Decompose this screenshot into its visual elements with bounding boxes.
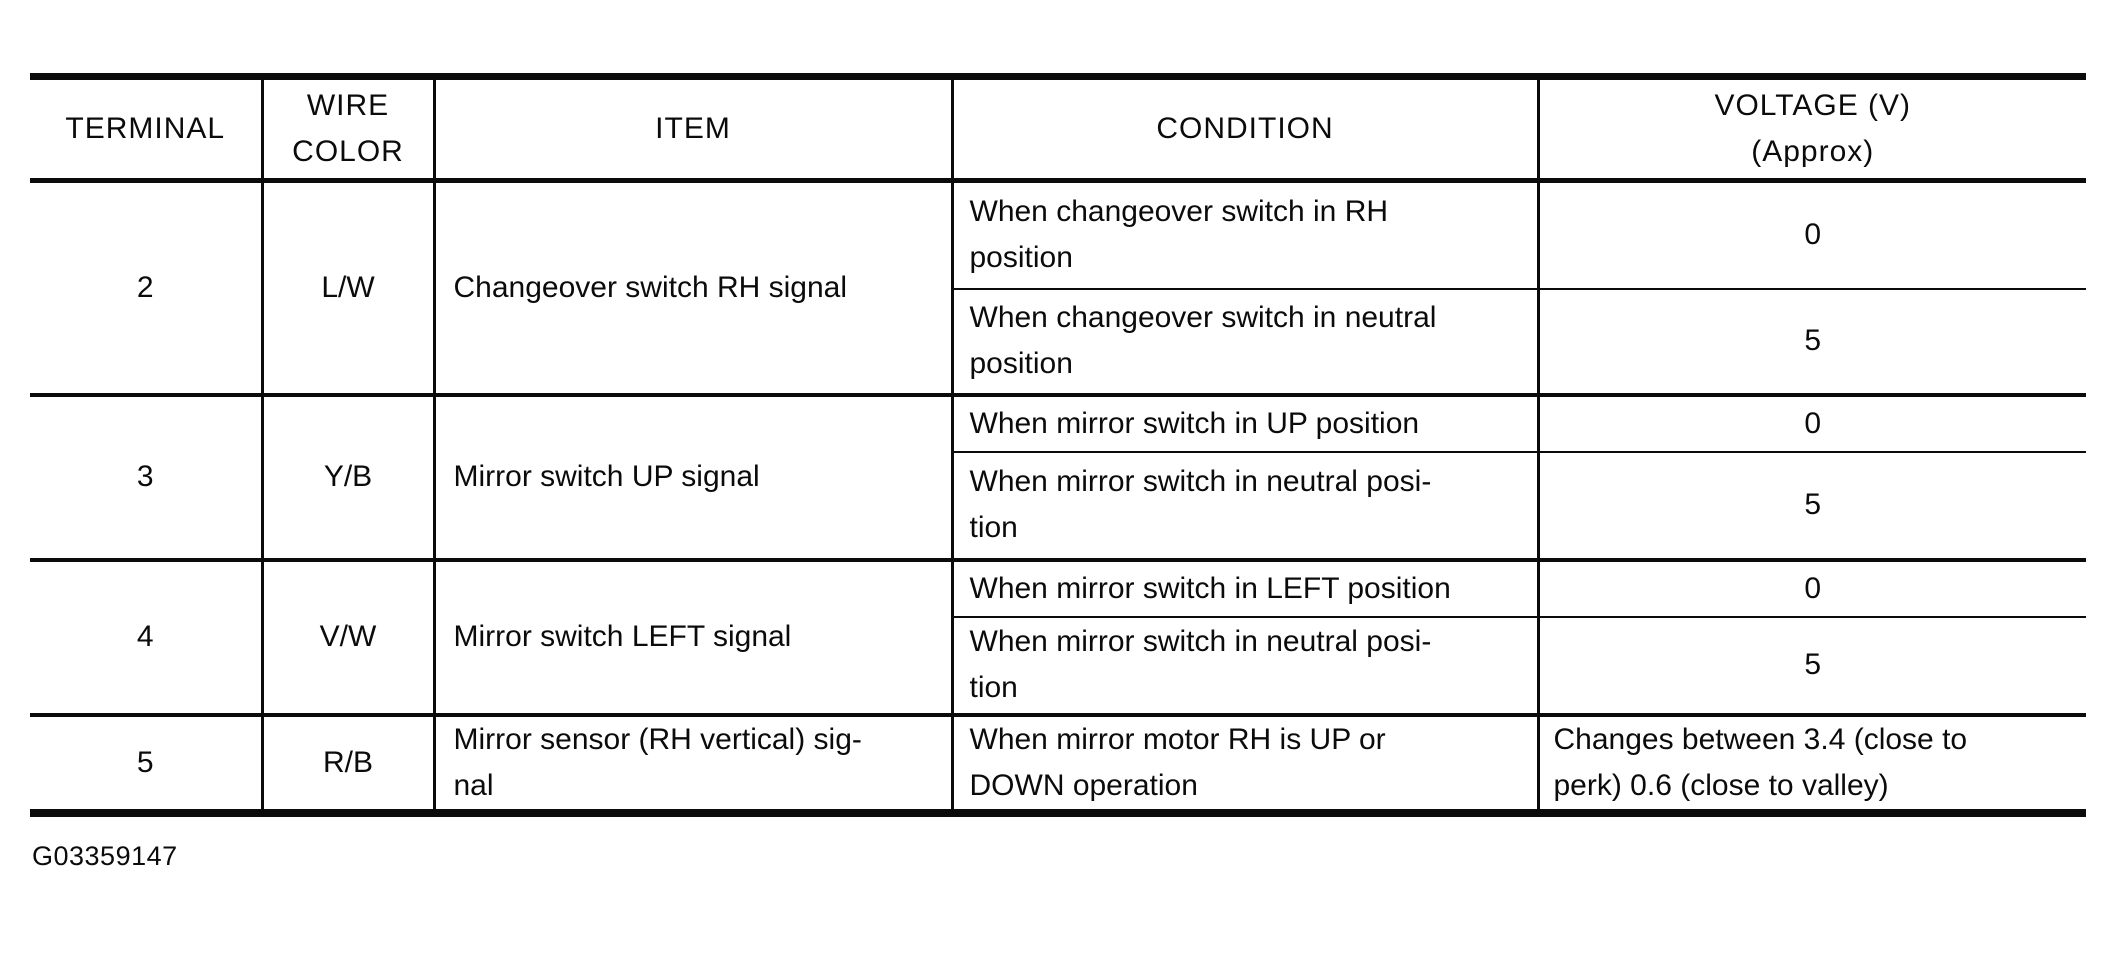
terminal-cell: 5 [30,712,262,813]
item-cell: Mirror switch LEFT signal [432,557,952,715]
terminal-cell: 2 [136,270,154,304]
scanned-manual-page: TERMINAL WIRE COLOR ITEM CONDITION VOLTA… [30,73,2086,871]
terminal-cell: 3 [30,392,262,560]
header-condition: CONDITION [950,76,1538,183]
table-row: 2 L/W Changeover switch RH signal When c… [30,180,2086,395]
wire-color-cell: R/B [260,712,434,813]
voltage-cell: 0 [1536,392,2086,452]
condition-cell: When mirror switch in neutral posi- tion [950,450,1538,560]
header-terminal: TERMINAL [30,76,262,183]
table-row: When changeover switch in neutral positi… [30,287,2086,395]
wire-color-cell: Y/B [260,392,434,560]
voltage-cell: 5 [1536,615,2086,715]
voltage-cell: 0 [1536,180,2086,289]
table-row: 5 R/B Mirror sensor (RH vertical) sig- n… [30,712,2086,813]
voltage-cell: Changes between 3.4 (close to perk) 0.6 … [1536,712,2086,813]
item-cell: Mirror sensor (RH vertical) sig- nal [432,712,952,813]
table-row: 3 Y/B Mirror switch UP signal When mirro… [30,392,2086,560]
item-cell: Changeover switch RH signal [432,180,952,395]
wire-color-cell: V/W [260,557,434,715]
wire-color-cell: L/W [260,180,434,395]
figure-id-label: G03359147 [32,840,178,871]
header-voltage: VOLTAGE (V) (Approx) [1536,76,2086,183]
terminal-voltage-table: TERMINAL WIRE COLOR ITEM CONDITION VOLTA… [30,73,2086,817]
header-item: ITEM [432,76,952,183]
table-row: When mirror switch in neutral posi- tion… [30,615,2086,715]
table-row: 4 V/W Mirror switch LEFT signal When mir… [30,557,2086,715]
voltage-cell: 0 [1536,557,2086,617]
item-cell: Mirror switch UP signal [432,392,952,560]
table-row: When mirror switch in neutral posi- tion… [30,450,2086,560]
condition-cell: When changeover switch in neutral positi… [950,287,1538,395]
table-header-row: TERMINAL WIRE COLOR ITEM CONDITION VOLTA… [30,76,2086,183]
terminal-cell: 4 [30,557,262,715]
condition-cell: When mirror motor RH is UP or DOWN opera… [950,712,1538,813]
condition-cell: When mirror switch in LEFT position [950,557,1538,617]
voltage-cell: 5 [1536,450,2086,560]
voltage-cell: 5 [1536,287,2086,395]
condition-cell: When changeover switch in RH position [950,180,1538,289]
condition-cell: When mirror switch in UP position [950,392,1538,452]
condition-cell: When mirror switch in neutral posi- tion [950,615,1538,715]
header-wire-color: WIRE COLOR [260,76,434,183]
